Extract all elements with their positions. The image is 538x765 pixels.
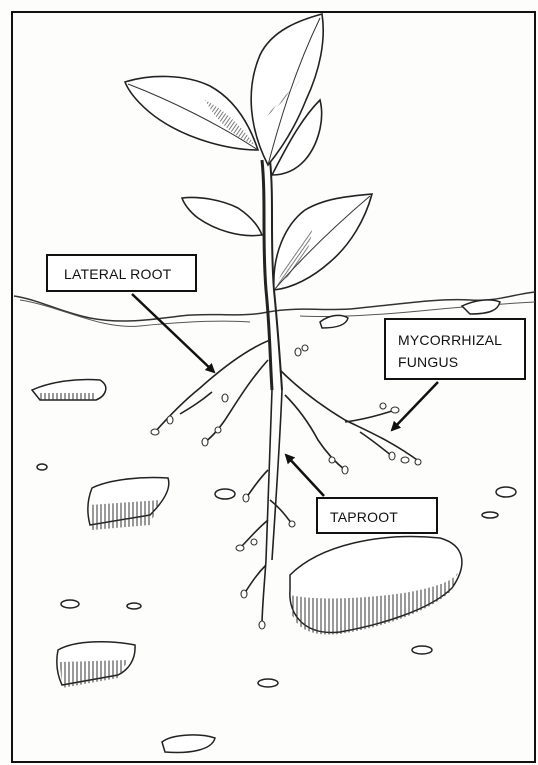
fungus-arrow (392, 382, 438, 430)
leaves (125, 14, 372, 290)
taproot-arrow (286, 455, 324, 496)
lateral-root-arrow (132, 294, 214, 372)
label-mycorrhizal-line1: MYCORRHIZAL (398, 329, 516, 351)
label-lateral-root: LATERAL ROOT (46, 254, 197, 292)
label-mycorrhizal-fungus: MYCORRHIZAL FUNGUS (384, 318, 526, 380)
label-taproot-text: TAPROOT (330, 507, 428, 527)
label-lateral-root-text: LATERAL ROOT (64, 264, 187, 284)
label-mycorrhizal-line2: FUNGUS (398, 351, 516, 373)
main-stem (262, 160, 272, 390)
label-taproot: TAPROOT (316, 497, 438, 534)
